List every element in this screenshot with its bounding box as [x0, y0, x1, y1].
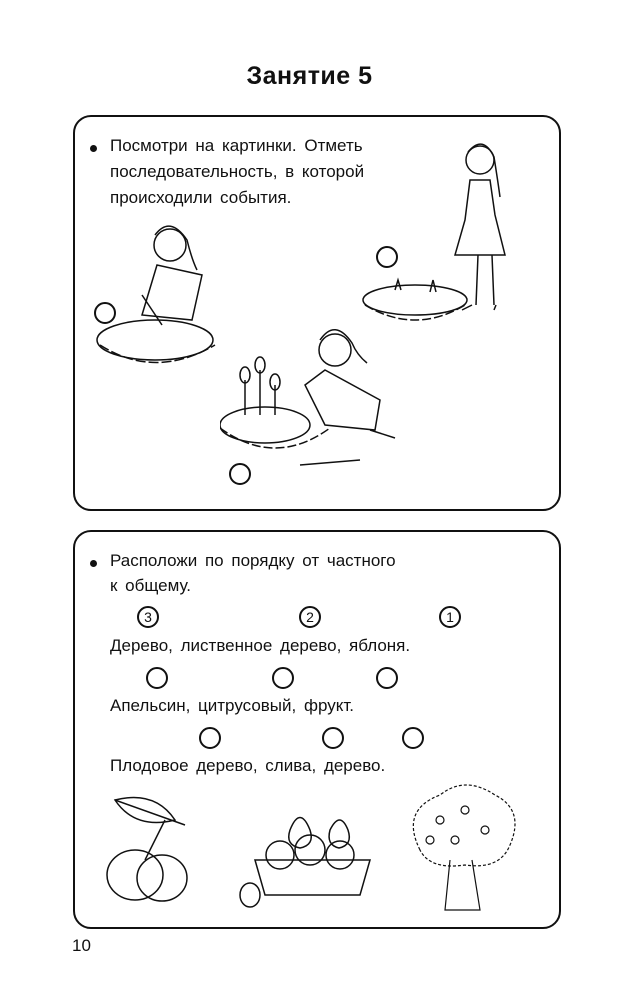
- task-2-line: Расположи по порядку от частного: [110, 551, 396, 570]
- apple-tree-illustration: [412, 784, 516, 911]
- task-2-line: к общему.: [110, 576, 192, 595]
- order-mark[interactable]: [402, 727, 424, 749]
- order-mark[interactable]: [272, 667, 294, 689]
- girl-watching-sprouts-illustration: [362, 143, 506, 321]
- order-mark[interactable]: [199, 727, 221, 749]
- fruit-basket-illustration: [239, 816, 371, 908]
- answer-circle[interactable]: [229, 463, 251, 485]
- page-number: 10: [72, 936, 91, 955]
- bullet-icon: [90, 560, 97, 567]
- row-text: Плодовое дерево, слива, дерево.: [110, 756, 386, 775]
- answer-circle[interactable]: [94, 302, 116, 324]
- bullet-icon: [90, 145, 97, 152]
- girl-digging-illustration: [96, 225, 216, 364]
- plum-illustration: [106, 796, 188, 902]
- task-1-line: происходили события.: [110, 188, 292, 207]
- order-mark[interactable]: 1: [439, 606, 461, 628]
- row-text: Дерево, лиственное дерево, яблоня.: [110, 636, 411, 655]
- task-1-box: [73, 115, 561, 511]
- order-mark[interactable]: [146, 667, 168, 689]
- answer-circle[interactable]: [376, 246, 398, 268]
- order-mark[interactable]: 2: [299, 606, 321, 628]
- task-2-box: [73, 530, 561, 929]
- girl-cutting-tulips-illustration: [220, 329, 396, 466]
- task-1-line: Посмотри на картинки. Отметь: [110, 136, 363, 155]
- order-mark[interactable]: [376, 667, 398, 689]
- page-title: Занятие 5: [246, 62, 373, 90]
- order-mark[interactable]: [322, 727, 344, 749]
- row-text: Апельсин, цитрусовый, фрукт.: [110, 696, 354, 715]
- order-mark[interactable]: 3: [137, 606, 159, 628]
- task-1-line: последовательность, в которой: [110, 162, 365, 181]
